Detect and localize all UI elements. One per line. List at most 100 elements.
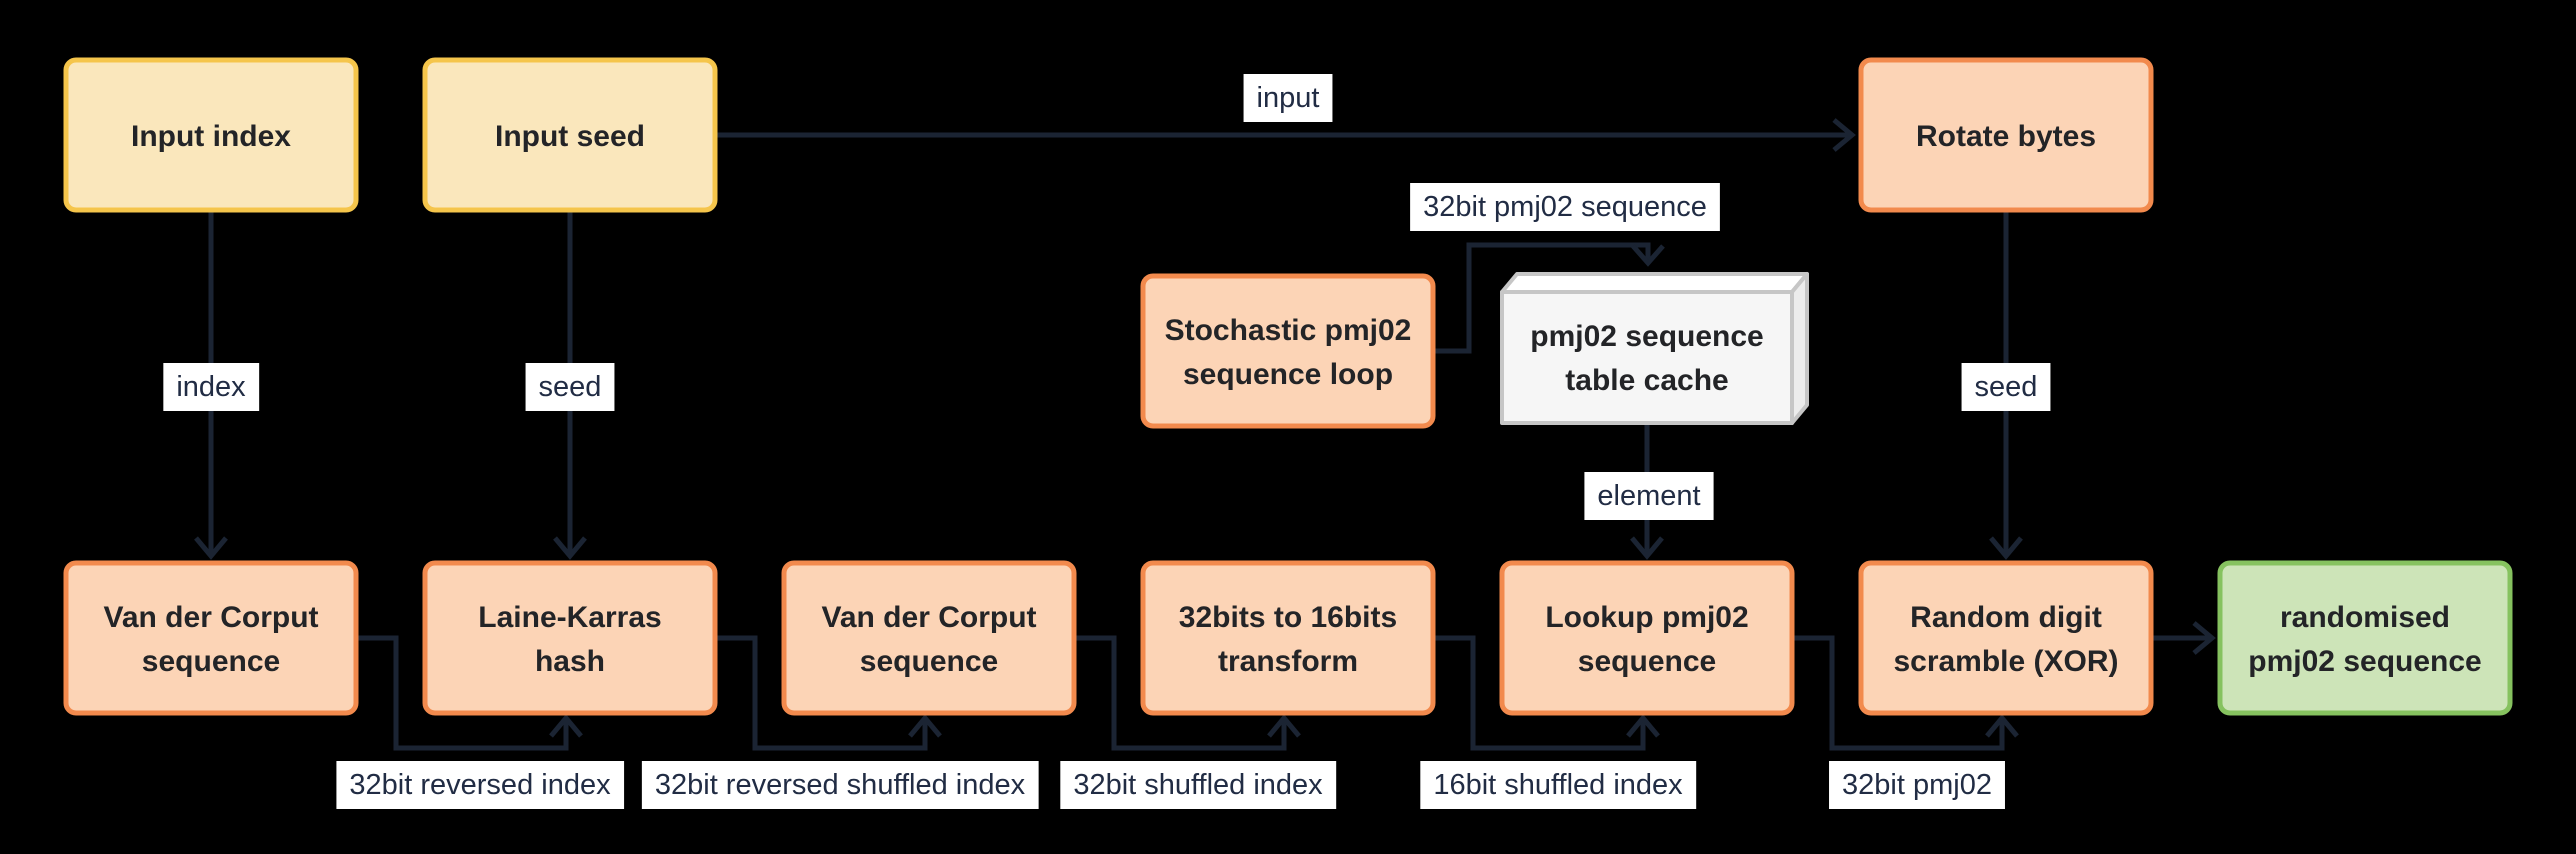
label-background — [525, 363, 615, 411]
node-label: Van der Corput — [103, 601, 318, 634]
edge-line — [1433, 635, 1646, 751]
label-text: 32bit reversed index — [349, 769, 611, 801]
node-stochastic-loop: Stochastic pmj02 sequence loop — [1140, 273, 1436, 429]
label-text: input — [1257, 82, 1320, 114]
node-label: sequence — [142, 645, 280, 678]
nodes: Input index Input seed Rotate bytes Stoc… — [63, 57, 2513, 716]
arrowhead-up-icon — [1626, 714, 1660, 738]
node-lookup-pmj02: Lookup pmj02 sequence — [1499, 560, 1795, 716]
arrowhead-down-icon — [1631, 244, 1665, 267]
cache-side-face — [1790, 272, 1809, 425]
node-label: scramble (XOR) — [1893, 645, 2118, 678]
arrowhead-up-icon — [908, 714, 942, 738]
arrowhead-down-icon — [553, 536, 587, 560]
edge-shuffled-index-32 — [1074, 635, 1301, 751]
label-background — [641, 761, 1039, 809]
node-laine-karras: Laine-Karras hash — [422, 560, 718, 716]
label-text: 32bit pmj02 — [1842, 769, 1992, 801]
label-background — [163, 363, 260, 411]
node-box — [1499, 560, 1795, 716]
label-background — [1243, 74, 1333, 122]
node-box — [2217, 560, 2513, 716]
edge-label-32bit-reversed-index: 32bit reversed index — [336, 761, 625, 809]
edge-line — [1792, 635, 2005, 751]
node-label: Van der Corput — [821, 601, 1036, 634]
edge-pmj02-sequence-32 — [1433, 242, 1665, 354]
node-box — [781, 560, 1077, 716]
label-background — [336, 761, 625, 809]
label-text: 16bit shuffled index — [1433, 769, 1683, 801]
node-label: pmj02 sequence — [1530, 320, 1763, 353]
node-32bits-to-16bits: 32bits to 16bits transform — [1140, 560, 1436, 716]
edge-label-element: element — [1584, 472, 1714, 520]
arrowhead-down-icon — [1989, 536, 2023, 560]
edge-label-32bit-pmj02-sequence: 32bit pmj02 sequence — [1410, 183, 1720, 231]
arrowhead-down-icon — [1630, 536, 1664, 560]
label-background — [1584, 472, 1714, 520]
node-label: Lookup pmj02 — [1545, 601, 1748, 634]
cache-top-face — [1500, 272, 1809, 294]
edge-line — [1433, 242, 1651, 354]
arrowhead-right-icon — [2192, 621, 2216, 655]
node-random-digit-scramble: Random digit scramble (XOR) — [1858, 560, 2154, 716]
node-label: sequence — [1578, 645, 1716, 678]
node-label: sequence loop — [1183, 358, 1393, 391]
label-text: index — [176, 371, 246, 403]
node-rotate-bytes: Rotate bytes — [1858, 57, 2154, 213]
edge-label-32bit-shuffled-index: 32bit shuffled index — [1060, 761, 1337, 809]
node-box — [1140, 560, 1436, 716]
node-label: transform — [1218, 645, 1358, 678]
node-van-der-corput-1: Van der Corput sequence — [63, 560, 359, 716]
label-text: seed — [1975, 371, 2038, 403]
node-label: Input seed — [495, 120, 645, 153]
label-text: element — [1597, 480, 1700, 512]
node-input-seed: Input seed — [422, 57, 718, 213]
label-background — [1829, 761, 2005, 809]
edge-result — [2151, 621, 2216, 655]
node-label: Random digit — [1910, 601, 2102, 634]
node-label: pmj02 sequence — [2248, 645, 2481, 678]
node-box — [63, 560, 359, 716]
edge-label-seed-right: seed — [1961, 363, 2051, 411]
node-box — [422, 560, 718, 716]
label-text: 32bit pmj02 sequence — [1423, 191, 1707, 223]
node-label: Laine-Karras — [478, 601, 661, 634]
edge-label-index: index — [163, 363, 260, 411]
edge-reversed-shuffled-index-32 — [715, 635, 942, 751]
node-randomised-pmj02: randomised pmj02 sequence — [2217, 560, 2513, 716]
node-label: table cache — [1565, 364, 1728, 397]
edge-line — [715, 635, 928, 751]
label-text: 32bit shuffled index — [1073, 769, 1323, 801]
node-label: randomised — [2280, 601, 2450, 634]
arrowhead-up-icon — [549, 714, 583, 738]
label-background — [1410, 183, 1720, 231]
edge-labels: index seed input seed 32bit pmj02 sequen… — [163, 74, 2051, 809]
label-text: 32bit reversed shuffled index — [655, 769, 1026, 801]
cache-front-face — [1500, 290, 1794, 425]
edge-label-seed-left: seed — [525, 363, 615, 411]
label-background — [1420, 761, 1697, 809]
edge-input — [715, 118, 1856, 152]
edge-pmj02-32 — [1792, 635, 2019, 751]
node-box — [422, 57, 718, 213]
edge-line — [1074, 635, 1287, 751]
edge-reversed-index-32 — [356, 635, 583, 751]
edge-label-input: input — [1243, 74, 1333, 122]
arrowhead-up-icon — [1267, 714, 1301, 738]
edge-label-32bit-pmj02: 32bit pmj02 — [1829, 761, 2005, 809]
node-box — [1858, 560, 2154, 716]
arrowhead-up-icon — [1985, 714, 2019, 738]
label-background — [1060, 761, 1337, 809]
edge-label-16bit-shuffled-index: 16bit shuffled index — [1420, 761, 1697, 809]
node-label: 32bits to 16bits — [1179, 601, 1397, 634]
label-text: seed — [539, 371, 602, 403]
node-label: hash — [535, 645, 605, 678]
node-box — [1140, 273, 1436, 429]
arrowhead-right-icon — [1832, 118, 1856, 152]
node-box — [1858, 57, 2154, 213]
edge-label-32bit-reversed-shuffled-index: 32bit reversed shuffled index — [641, 761, 1039, 809]
node-label: Input index — [131, 120, 291, 153]
node-label: sequence — [860, 645, 998, 678]
node-van-der-corput-2: Van der Corput sequence — [781, 560, 1077, 716]
